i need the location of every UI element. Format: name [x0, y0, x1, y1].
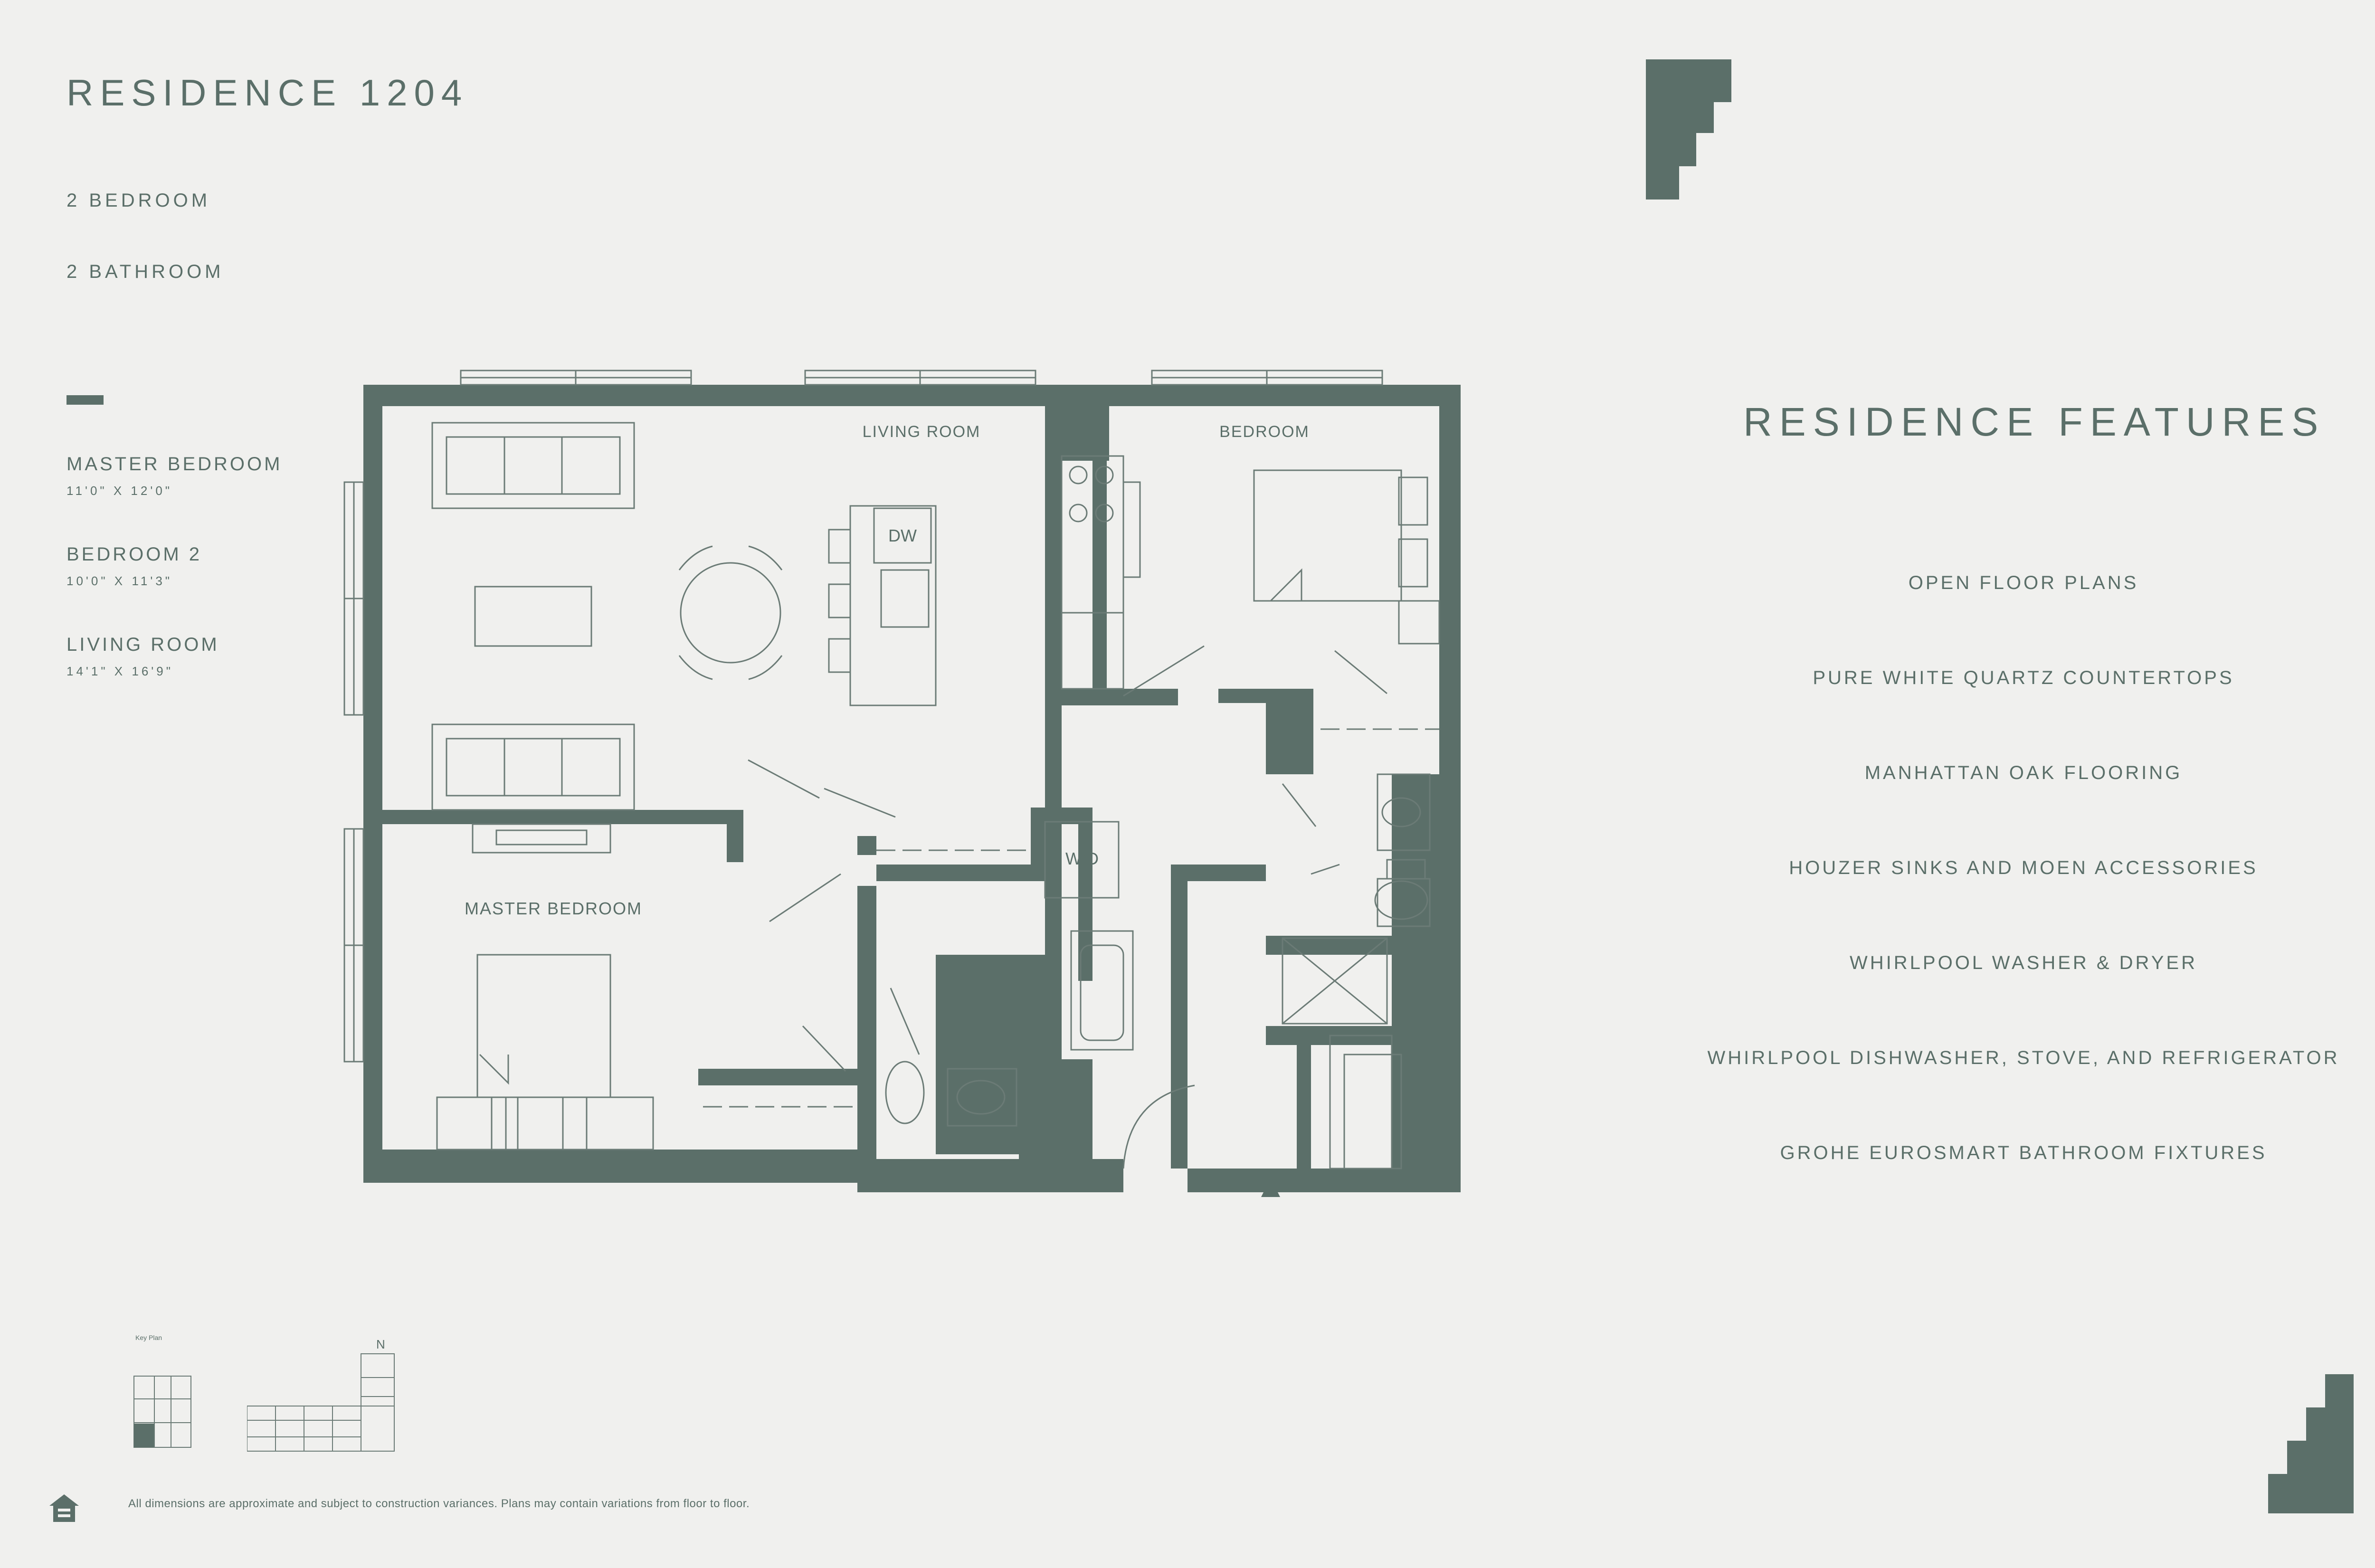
bedroom-count: 2 BEDROOM: [66, 190, 211, 211]
room-dims-bedroom2: 10'0" X 11'3": [66, 574, 173, 588]
features-title: RESIDENCE FEATURES: [1743, 399, 2326, 444]
room-dims-master: 11'0" X 12'0": [66, 484, 173, 498]
feature-item: MANHATTAN OAK FLOORING: [1864, 762, 2183, 783]
plan-label-living: LIVING ROOM: [863, 423, 981, 441]
floor-plan: LIVING ROOM BEDROOM MASTER BEDROOM DW W/…: [343, 370, 1461, 1197]
equal-housing-icon: [49, 1494, 79, 1522]
room-name-master: MASTER BEDROOM: [66, 454, 283, 475]
brand-stair-logo-top: [1646, 59, 1731, 200]
section-divider: [66, 395, 104, 405]
north-indicator: N: [376, 1337, 385, 1351]
room-name-bedroom2: BEDROOM 2: [66, 544, 202, 565]
plan-label-wd: W/D: [1065, 849, 1099, 868]
feature-item: HOUZER SINKS AND MOEN ACCESSORIES: [1789, 857, 2258, 878]
feature-item: OPEN FLOOR PLANS: [1908, 572, 2139, 593]
feature-item: PURE WHITE QUARTZ COUNTERTOPS: [1813, 667, 2234, 688]
key-plan-label: Key Plan: [135, 1334, 162, 1341]
key-plan-building: [247, 1353, 395, 1452]
plan-label-bedroom: BEDROOM: [1219, 423, 1310, 441]
residence-title: RESIDENCE 1204: [66, 72, 469, 114]
room-name-living: LIVING ROOM: [66, 634, 219, 655]
room-dims-living: 14'1" X 16'9": [66, 664, 173, 678]
key-plan-small: [133, 1376, 191, 1448]
bathroom-count: 2 BATHROOM: [66, 261, 224, 282]
plan-label-dw: DW: [888, 526, 917, 545]
disclaimer-text: All dimensions are approximate and subje…: [128, 1497, 750, 1510]
feature-item: GROHE EUROSMART BATHROOM FIXTURES: [1780, 1142, 2267, 1163]
brand-stair-logo-bottom: [2268, 1374, 2354, 1513]
feature-item: WHIRLPOOL DISHWASHER, STOVE, AND REFRIGE…: [1707, 1047, 2340, 1068]
feature-item: WHIRLPOOL WASHER & DRYER: [1850, 952, 2197, 973]
plan-label-master: MASTER BEDROOM: [465, 899, 642, 918]
